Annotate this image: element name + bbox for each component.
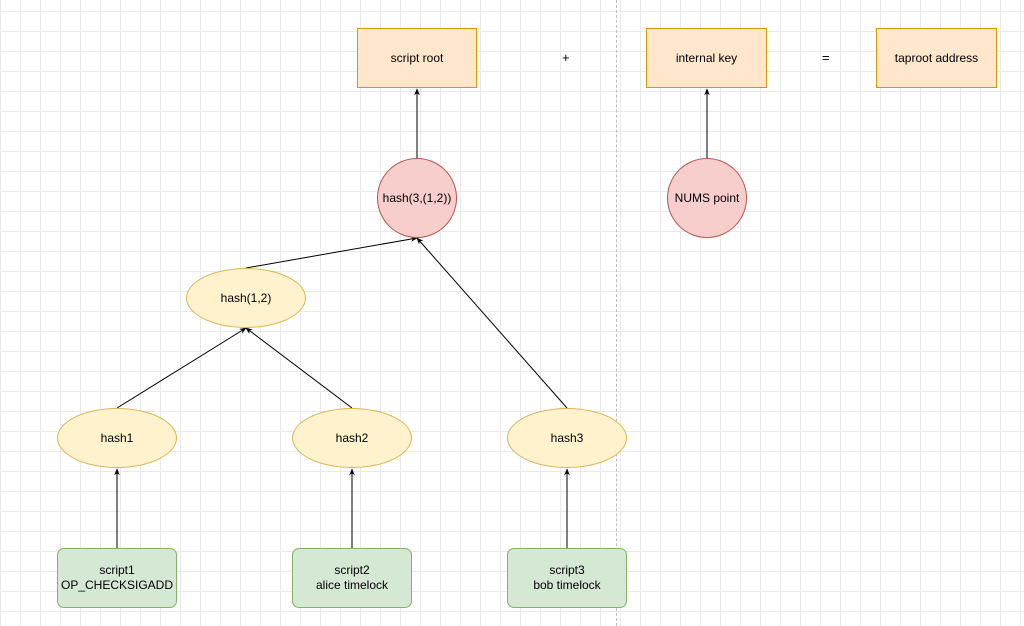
hash2-node[interactable]: hash2 <box>292 408 412 468</box>
edge-hash3-hash312 <box>416 237 568 409</box>
internal-key-box[interactable]: internal key <box>646 28 767 88</box>
edge-hash2-hash12 <box>245 327 353 409</box>
script1-box[interactable]: script1 OP_CHECKSIGADD <box>57 548 177 608</box>
hash-3-1-2-label: hash(3,(1,2)) <box>382 190 452 205</box>
script1-subtitle: OP_CHECKSIGADD <box>60 578 174 592</box>
script3-title: script3 <box>549 563 585 577</box>
hash1-label: hash1 <box>100 430 134 445</box>
script3-subtitle: bob timelock <box>533 578 601 592</box>
internal-key-label: internal key <box>675 50 738 65</box>
taproot-address-box[interactable]: taproot address <box>876 28 997 88</box>
nums-point-node[interactable]: NUMS point <box>667 158 747 238</box>
nums-point-label: NUMS point <box>674 190 740 205</box>
taproot-address-label: taproot address <box>894 50 979 65</box>
hash1-node[interactable]: hash1 <box>57 408 177 468</box>
plus-operator: + <box>562 50 570 65</box>
script2-title: script2 <box>334 563 370 577</box>
edge-hash1-hash12 <box>116 327 247 409</box>
hash-3-1-2-node[interactable]: hash(3,(1,2)) <box>377 158 457 238</box>
script2-box[interactable]: script2 alice timelock <box>292 548 412 608</box>
vertical-divider <box>616 0 617 626</box>
equals-operator: = <box>822 50 830 65</box>
edge-hash12-hash312 <box>245 236 418 269</box>
hash3-node[interactable]: hash3 <box>507 408 627 468</box>
script1-title: script1 <box>99 563 135 577</box>
script-root-label: script root <box>390 50 444 65</box>
script-root-box[interactable]: script root <box>357 28 477 88</box>
hash-1-2-label: hash(1,2) <box>220 290 272 305</box>
hash-1-2-node[interactable]: hash(1,2) <box>186 268 306 328</box>
hash2-label: hash2 <box>335 430 369 445</box>
hash3-label: hash3 <box>550 430 584 445</box>
script3-box[interactable]: script3 bob timelock <box>507 548 627 608</box>
script2-subtitle: alice timelock <box>315 578 389 592</box>
